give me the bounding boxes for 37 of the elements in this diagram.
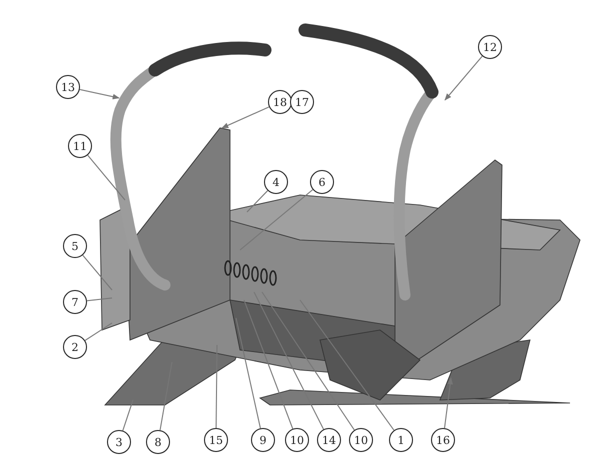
callout-number: 12 xyxy=(478,35,502,59)
leader-line xyxy=(122,400,134,432)
leader-line xyxy=(236,318,261,429)
callout-number: 10 xyxy=(285,428,309,452)
leader-line xyxy=(444,56,483,101)
callout-number: 4 xyxy=(264,170,288,194)
leader-line xyxy=(240,189,314,250)
leader-line xyxy=(84,322,112,341)
callout-number: 11 xyxy=(68,134,92,158)
leader-line xyxy=(216,344,218,428)
callout-number: 17 xyxy=(290,90,314,114)
callout-number: 18 xyxy=(268,90,292,114)
callout-number: 13 xyxy=(56,75,80,99)
leader-line xyxy=(160,362,172,431)
callout-number: 6 xyxy=(310,170,334,194)
callout-number: 15 xyxy=(204,428,228,452)
leader-line xyxy=(246,190,268,212)
leader-line xyxy=(87,154,126,200)
leader-line xyxy=(82,254,112,290)
leader-line xyxy=(221,106,270,128)
callout-number: 1 xyxy=(389,428,413,452)
leader-line xyxy=(86,298,112,302)
callout-number: 8 xyxy=(146,430,170,454)
leader-line xyxy=(444,377,453,429)
leader-line xyxy=(300,300,394,431)
leader-line xyxy=(79,89,120,100)
leader-line xyxy=(244,300,294,430)
callout-number: 5 xyxy=(63,234,87,258)
callout-number: 16 xyxy=(431,428,455,452)
callout-number: 2 xyxy=(63,335,87,359)
callout-number: 10 xyxy=(349,428,373,452)
callout-number: 3 xyxy=(107,430,131,454)
leader-line xyxy=(262,292,355,431)
callout-number: 9 xyxy=(251,428,275,452)
callout-number: 7 xyxy=(63,290,87,314)
callout-number: 14 xyxy=(317,428,341,452)
leader-line xyxy=(254,292,324,430)
